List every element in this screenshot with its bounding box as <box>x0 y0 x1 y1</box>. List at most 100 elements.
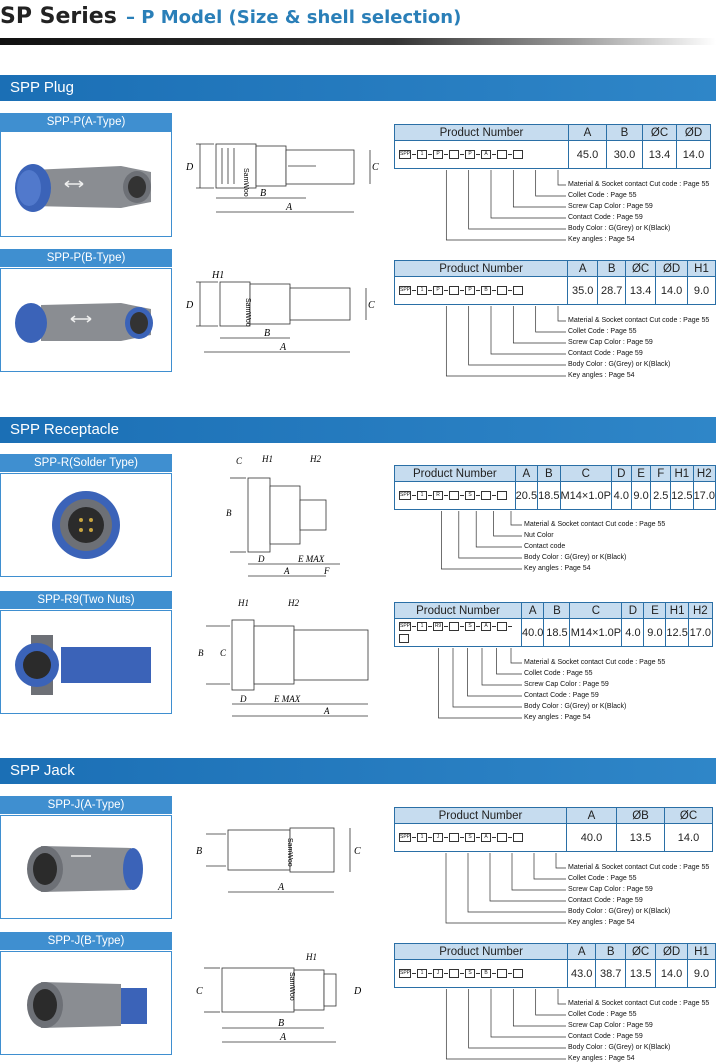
svg-text:A: A <box>277 882 285 893</box>
section-jack: SPP Jack <box>0 758 716 784</box>
svg-text:C: C <box>372 162 379 173</box>
column-header: A <box>514 465 539 482</box>
column-header: D <box>610 465 632 482</box>
svg-text:SamWoo: SamWoo <box>286 838 293 867</box>
drawing-brand: SamWoo <box>242 168 249 197</box>
svg-text:H1: H1 <box>211 270 224 281</box>
svg-text:H1: H1 <box>261 454 273 464</box>
column-header: H2 <box>687 602 713 619</box>
column-header: ØD <box>676 124 711 141</box>
dimension-value: 40.0 <box>520 618 545 647</box>
svg-text:SamWoo: SamWoo <box>244 298 251 327</box>
code-box <box>497 491 508 501</box>
photo-spp-r-solder <box>0 473 172 577</box>
code-box: SPP <box>399 969 412 979</box>
svg-text:E MAX: E MAX <box>297 554 325 564</box>
legend-line: Material & Socket contact Cut code : Pag… <box>568 1000 710 1007</box>
code-box <box>481 491 492 501</box>
svg-text:H1: H1 <box>305 952 317 962</box>
legend-line: Contact Code : Page 59 <box>524 692 599 699</box>
tag-spp-j-a: SPP-J(A-Type) <box>0 796 172 814</box>
code-box: S <box>465 491 476 501</box>
dimension-value: 9.0 <box>687 276 716 305</box>
tag-spp-r-solder: SPP-R(Solder Type) <box>0 454 172 472</box>
svg-text:C: C <box>354 846 361 857</box>
code-box <box>449 622 460 632</box>
column-header: H2 <box>692 465 716 482</box>
dimension-value: 20.5 <box>514 481 539 510</box>
column-header: B <box>595 943 627 960</box>
code-box: B <box>481 969 492 979</box>
code-box: P <box>465 286 476 296</box>
dimension-value: M14×1.0P <box>569 618 623 647</box>
drawing-spp-j-b: SamWoo H1 C D B A <box>196 952 362 1043</box>
code-box <box>497 969 508 979</box>
svg-text:A: A <box>279 342 287 353</box>
dimension-value: 14.0 <box>655 959 689 988</box>
column-header: A <box>566 807 617 824</box>
column-header: F <box>650 465 672 482</box>
svg-text:D: D <box>353 986 362 997</box>
dimension-value: 40.0 <box>566 823 617 852</box>
series-subtitle: – P Model (Size & shell selection) <box>126 7 462 28</box>
legend-line: Screw Cap Color : Page 59 <box>568 886 653 893</box>
code-box: A <box>481 833 492 843</box>
dimension-value: 13.5 <box>625 959 657 988</box>
column-header: ØC <box>625 260 657 277</box>
code-box <box>449 491 460 501</box>
legend-line: Key angles : Page 54 <box>568 372 635 379</box>
legend-line: Key angles : Page 54 <box>524 565 591 572</box>
tag-spp-p-b: SPP-P(B-Type) <box>0 249 172 267</box>
svg-text:SamWoo: SamWoo <box>288 972 295 1001</box>
svg-text:E MAX: E MAX <box>273 694 301 704</box>
plug-a-photo <box>15 164 151 212</box>
column-header: ØC <box>664 807 713 824</box>
code-box <box>513 150 524 160</box>
legend-line: Key angles : Page 54 <box>568 1055 635 1062</box>
svg-text:B: B <box>226 508 232 518</box>
code-box <box>497 833 508 843</box>
double-arrow-icon <box>64 180 84 188</box>
dimension-value: 14.0 <box>676 140 711 169</box>
column-header: ØC <box>625 943 657 960</box>
tag-spp-r9: SPP-R9(Two Nuts) <box>0 591 172 609</box>
column-header: C <box>559 465 612 482</box>
code-box <box>497 622 508 632</box>
dimension-value: 13.5 <box>616 823 665 852</box>
svg-text:D: D <box>185 300 194 311</box>
legend-line: Body Color : G(Grey) or K(Black) <box>568 1044 671 1051</box>
dimension-value: 14.0 <box>655 276 689 305</box>
legend-line: Material & Socket contact Cut code : Pag… <box>568 181 710 188</box>
receptacle-solder-photo <box>52 491 120 559</box>
legend-line: Key angles : Page 54 <box>568 236 635 243</box>
drawing-spp-r-solder: C H1 H2 B D E MAX A F <box>226 454 340 577</box>
column-header: A <box>568 124 607 141</box>
svg-text:F: F <box>323 566 330 576</box>
code-box: P <box>433 286 444 296</box>
svg-text:A: A <box>285 202 293 213</box>
legend-line: Contact Code : Page 59 <box>568 350 643 357</box>
dimension-value: 12.5 <box>665 618 689 647</box>
code-box: S <box>465 833 476 843</box>
code-box: R <box>433 491 444 501</box>
legend-line: Contact code <box>524 543 566 550</box>
code-box: 1 <box>417 286 428 296</box>
section-plug: SPP Plug <box>0 75 716 101</box>
code-box <box>513 969 524 979</box>
code-box <box>513 286 524 296</box>
dimension-value: 18.5 <box>543 618 571 647</box>
tag-spp-p-a: SPP-P(A-Type) <box>0 113 172 131</box>
dimension-value: 17.0 <box>692 481 716 510</box>
legend-line: Collet Code : Page 55 <box>524 670 593 677</box>
legend-line: Body Color : G(Grey) or K(Black) <box>524 554 627 561</box>
legend-line: Material & Socket contact Cut code : Pag… <box>524 521 666 528</box>
double-arrow-icon <box>70 315 92 323</box>
dimension-value: 45.0 <box>568 140 607 169</box>
photo-spp-p-b <box>0 268 172 372</box>
